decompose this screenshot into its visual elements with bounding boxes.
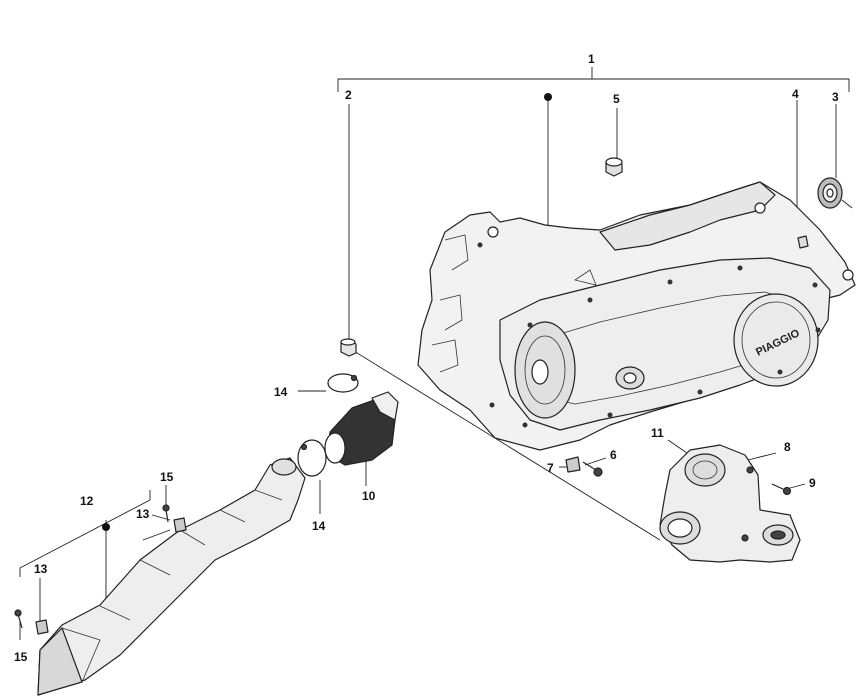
callout-13-lower: 13 [34, 562, 48, 576]
callout-7: 7 [547, 461, 554, 475]
reference-dot-crankcase [544, 93, 552, 101]
screw-part-15-upper [162, 504, 170, 523]
clip-part-13-lower [35, 619, 49, 635]
bellows-part-10 [324, 391, 399, 466]
cover-bolts [477, 242, 821, 428]
callout-5: 5 [613, 92, 620, 106]
callout-14-lower: 14 [312, 519, 326, 533]
callout-4: 4 [792, 87, 799, 101]
callout-13-upper: 13 [136, 507, 150, 521]
intake-elbow-part-11 [659, 444, 801, 563]
callout-14-upper: 14 [274, 385, 288, 399]
callout-10: 10 [362, 489, 376, 503]
bracket-part-1 [337, 67, 850, 92]
bearing-part-3 [817, 177, 853, 209]
callout-3: 3 [832, 90, 839, 104]
leader-lines [19, 100, 837, 640]
pin-part-4 [797, 235, 809, 249]
reference-dot-duct [102, 523, 110, 531]
callout-2: 2 [345, 88, 352, 102]
callout-15-lower: 15 [14, 650, 28, 664]
callout-15-upper: 15 [160, 470, 174, 484]
screw-part-15-lower [14, 609, 23, 629]
callout-12: 12 [80, 494, 94, 508]
callout-labels: 1 2 3 4 5 6 7 8 9 10 11 12 13 13 14 14 1… [14, 52, 839, 664]
clip-part-13-upper [173, 517, 187, 533]
screw-part-6 [582, 461, 603, 477]
clamp-part-14-lower [297, 439, 327, 477]
callout-11: 11 [651, 426, 664, 440]
clamp-part-14-upper [327, 373, 359, 393]
callout-6: 6 [610, 448, 617, 462]
screw-part-9 [771, 483, 792, 496]
callout-1: 1 [588, 52, 595, 66]
bushing-part-2 [340, 338, 357, 357]
air-duct-part-12 [37, 457, 306, 696]
clip-part-7 [565, 456, 581, 473]
crankcase-assembly: PIAGGIO [417, 181, 856, 451]
callout-8: 8 [784, 440, 791, 454]
dowel-pin-part-5 [605, 157, 623, 177]
callout-9: 9 [809, 476, 816, 490]
